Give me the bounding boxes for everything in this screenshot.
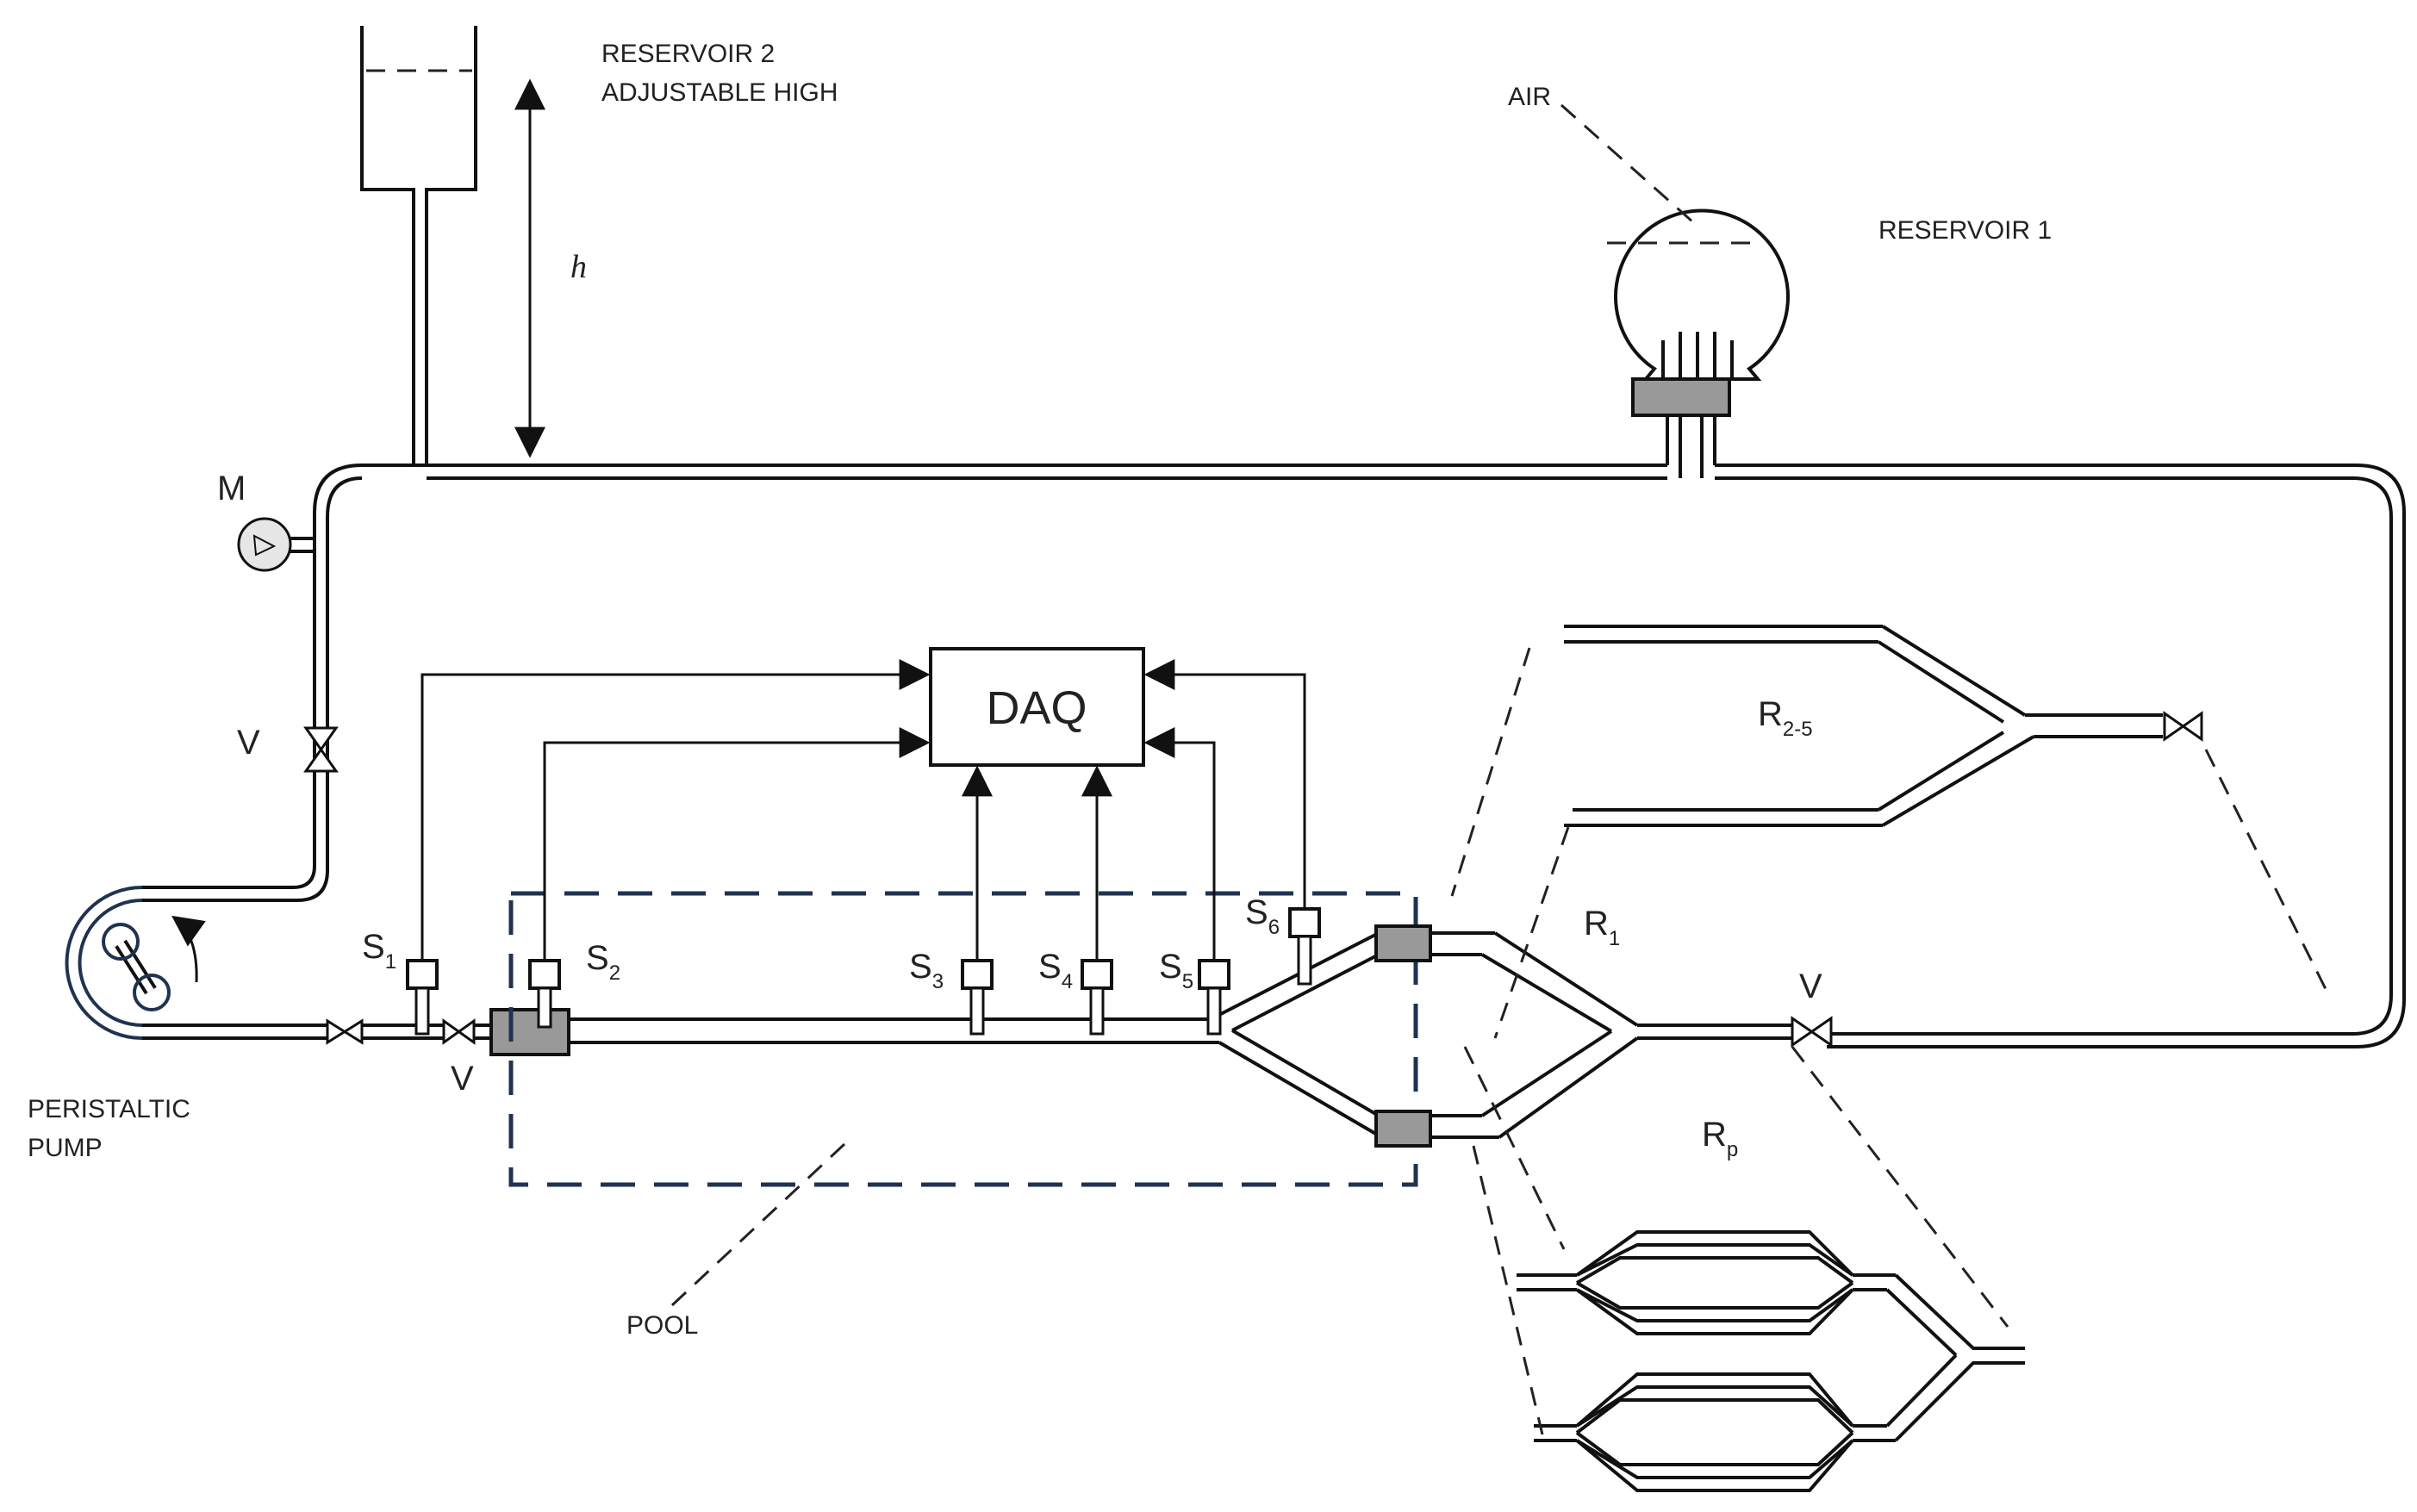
pool-label: POOL — [626, 1311, 698, 1340]
detail-r2-5 — [1450, 625, 2328, 1039]
sensor-s2 — [528, 727, 931, 1029]
daq-box — [929, 647, 1145, 767]
valve-bottom-label: V — [451, 1060, 474, 1098]
sensor-s4 — [1081, 765, 1113, 1036]
pool-leader — [670, 1142, 846, 1307]
air-label: AIR — [1508, 83, 1551, 111]
manometer-label: M — [217, 470, 246, 507]
pool-boundary — [508, 891, 1418, 1187]
upper-branch-connector — [1374, 924, 1432, 962]
valve-left-vertical — [303, 726, 339, 773]
reservoir-1 — [1607, 208, 1790, 478]
manometer — [237, 517, 315, 572]
sensor-s5-label: S5 — [1159, 948, 1193, 993]
sensor-s6 — [1143, 659, 1321, 986]
daq-label: DAQ — [986, 682, 1087, 734]
valve-right-label: V — [1799, 968, 1822, 1005]
lower-branch-connector — [1374, 1110, 1432, 1148]
sensor-s3-label: S3 — [909, 948, 944, 993]
r1-label: R1 — [1584, 905, 1620, 950]
reservoir-1-connector — [1631, 377, 1731, 417]
valve-left-label: V — [237, 724, 260, 762]
reservoir-2-label: RESERVOIR 2 — [601, 40, 775, 68]
reservoir-2-sublabel: ADJUSTABLE HIGH — [601, 78, 838, 107]
main-loop-tube — [142, 464, 2406, 1048]
sensor-s2-label: S2 — [586, 939, 620, 985]
rp-label: Rp — [1702, 1116, 1738, 1161]
bifurcation-r1 — [1210, 924, 1833, 1148]
reservoir-1-label: RESERVOIR 1 — [1878, 216, 2052, 245]
pump-label: PERISTALTIC — [28, 1095, 190, 1123]
sensor-s6-label: S6 — [1245, 893, 1280, 939]
sensor-s1 — [406, 659, 931, 1036]
inlet-line — [142, 1008, 1219, 1056]
sensor-s1-label: S1 — [362, 928, 396, 974]
sensor-s3 — [961, 765, 994, 1036]
height-label: h — [570, 249, 587, 285]
r2-5-label: R2-5 — [1758, 695, 1813, 741]
peristaltic-pump — [65, 886, 206, 1040]
air-leader — [1560, 103, 1694, 224]
detail-rp — [1463, 1046, 2025, 1492]
reservoir-2 — [360, 26, 477, 465]
sensor-s4-label: S4 — [1038, 948, 1073, 993]
sensor-s5 — [1143, 727, 1230, 1036]
inlet-connector — [489, 1008, 570, 1056]
pump-sublabel: PUMP — [28, 1134, 103, 1162]
